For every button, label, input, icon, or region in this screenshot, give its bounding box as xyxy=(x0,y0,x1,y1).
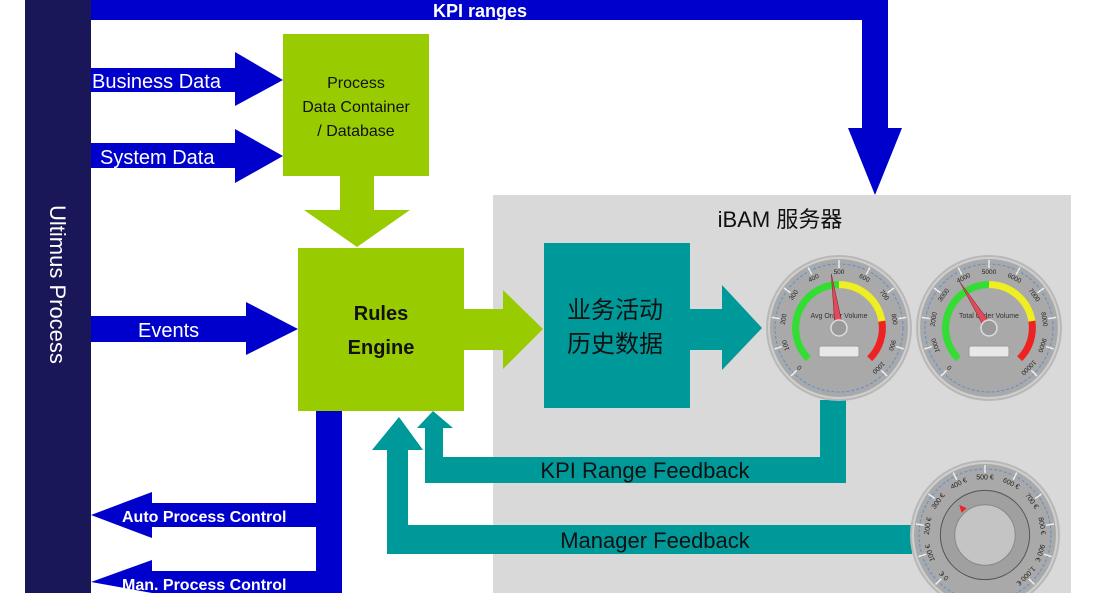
gauge-tick xyxy=(1048,316,1057,320)
gauge-tick xyxy=(895,345,904,350)
gauge-yellow-band xyxy=(838,281,886,322)
process-data-container-box xyxy=(283,34,429,176)
gauge-red-band xyxy=(1017,320,1036,362)
man-process-control-label: Man. Process Control xyxy=(122,577,286,593)
business-data-arrow: Business Data xyxy=(91,52,283,106)
gauge-tick-label: 200 xyxy=(780,313,789,325)
knob-tick xyxy=(915,523,924,527)
gauge-tick xyxy=(790,369,798,377)
gauge-tick xyxy=(1015,267,1021,275)
container-to-rules-arrow xyxy=(304,176,410,247)
business-data-label: Business Data xyxy=(92,71,222,93)
gauge-hub xyxy=(830,319,848,337)
gauge-name: Total Order Volume xyxy=(959,313,1019,320)
gauge-tick-label: 800 xyxy=(890,313,899,325)
gauge-yellow-band xyxy=(988,281,1036,322)
rules-engine-box xyxy=(298,248,464,411)
gauge-odometer xyxy=(968,345,1010,358)
gauge-tick xyxy=(924,345,933,350)
history-line-1: 业务活动 xyxy=(567,297,663,324)
system-data-label: System Data xyxy=(100,147,215,169)
gauge-tick xyxy=(774,345,783,350)
ibam-server-title: iBAM 服务器 xyxy=(718,207,843,232)
gauge-tick xyxy=(957,267,963,275)
gauge-tick-label: 5000 xyxy=(982,269,997,276)
gauge-tick xyxy=(1030,369,1038,377)
gauge-tick xyxy=(940,369,948,377)
gauge-green-band xyxy=(942,281,990,362)
manager-feedback-arrow: Manager Feedback xyxy=(372,417,912,554)
gauge-tick-label: 0 xyxy=(796,363,804,371)
gauge-tick xyxy=(865,267,871,275)
knob-tick-label: 500 € xyxy=(976,474,994,481)
rules-to-history-arrow xyxy=(464,290,543,369)
gauge-tick xyxy=(933,287,941,294)
knob-tick xyxy=(934,578,942,586)
auto-process-control-label: Auto Process Control xyxy=(122,509,286,526)
history-line-2: 历史数据 xyxy=(567,331,663,358)
gauge-tick-label: 400 xyxy=(807,273,820,284)
gauge-tick-label: 0 xyxy=(946,363,954,371)
gauge-tick-label: 1000 xyxy=(931,337,942,353)
data-container-line-1: Process xyxy=(327,75,385,92)
gauge-tick-label: 100 xyxy=(781,339,791,352)
gauge-red-band xyxy=(867,320,886,362)
history-to-gauges-arrow xyxy=(690,285,762,370)
gauge-tick xyxy=(921,316,930,320)
knob-tick xyxy=(1012,472,1018,481)
knob-tick xyxy=(952,472,958,481)
history-data-box xyxy=(544,243,690,408)
ultimus-process-bar xyxy=(25,0,91,593)
gauge-tick xyxy=(771,316,780,320)
manager-feedback-knob[interactable]: 0 €100 €200 €300 €400 €500 €600 €700 €80… xyxy=(910,460,1060,593)
knob-tick xyxy=(1046,523,1055,527)
gauge-tick-label: 500 xyxy=(834,269,845,276)
gauge-tick xyxy=(898,316,907,320)
data-container-line-2: Data Container xyxy=(302,99,410,116)
kpi-range-feedback-label: KPI Range Feedback xyxy=(540,458,750,483)
gauge-tick-label: 900 xyxy=(887,339,897,352)
gauge-tick-label: 8000 xyxy=(1039,312,1048,328)
knob-tick-label: 0 € xyxy=(939,569,951,581)
knob-tick-label: 800 € xyxy=(1037,517,1047,536)
events-label: Events xyxy=(138,320,199,342)
gauge-hub xyxy=(980,319,998,337)
knob-tick-label: 200 € xyxy=(924,517,934,536)
rules-engine-line-2: Engine xyxy=(348,337,415,359)
knob-dial xyxy=(954,504,1016,566)
system-data-arrow: System Data xyxy=(91,129,283,183)
knob-tick xyxy=(1034,493,1043,500)
gauge-tick-label: 600 xyxy=(858,273,871,284)
gauge-tick xyxy=(880,369,888,377)
rules-engine-line-1: Rules xyxy=(354,303,408,325)
process-control-arrows: Auto Process Control Man. Process Contro… xyxy=(91,411,342,593)
knob-tick xyxy=(1043,553,1052,558)
gauge-tick-label: 2000 xyxy=(930,311,939,327)
knob-tick xyxy=(918,553,927,558)
knob-pointer xyxy=(959,504,967,513)
gauge-tick-label: 9000 xyxy=(1036,337,1047,353)
gauge-tick xyxy=(887,287,895,294)
gauge-tick xyxy=(807,267,813,275)
gauge-odometer xyxy=(818,345,860,358)
kpi-ranges-label: KPI ranges xyxy=(433,1,527,21)
gauge-tick xyxy=(783,287,791,294)
manager-feedback-label: Manager Feedback xyxy=(560,528,751,553)
ultimus-process-label: Ultimus Process xyxy=(45,205,70,364)
knob-tick xyxy=(1028,578,1036,586)
gauge-tick xyxy=(1037,287,1045,294)
events-arrow: Events xyxy=(91,302,298,355)
gauge-tick xyxy=(1045,345,1054,350)
kpi-ranges-arrow: KPI ranges xyxy=(91,0,902,195)
kpi-range-feedback-arrow: KPI Range Feedback xyxy=(417,400,846,483)
data-container-line-3: / Database xyxy=(317,123,394,140)
gauge-green-band xyxy=(792,281,840,362)
knob-tick xyxy=(927,493,936,500)
